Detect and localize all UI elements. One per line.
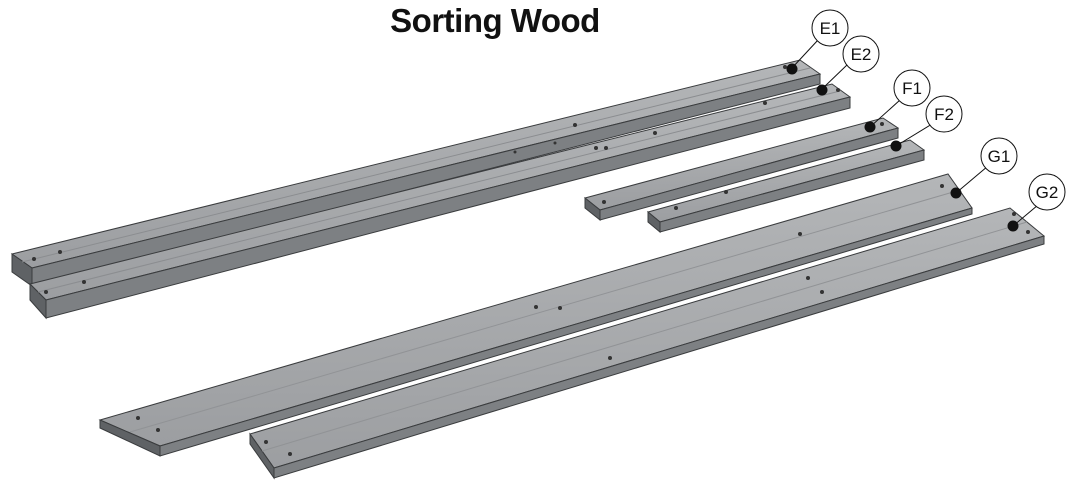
callout-label-f1: F1 <box>902 79 922 98</box>
board-e1 <box>10 59 822 287</box>
marker-dot-e2 <box>816 84 828 96</box>
callout-label-g2: G2 <box>1036 183 1059 202</box>
callout-g2: G2 <box>1007 173 1066 232</box>
marker-dot-f1 <box>864 121 876 133</box>
callout-e1: E1 <box>786 9 849 75</box>
board-g1 <box>98 173 973 457</box>
marker-dot-e1 <box>786 63 798 75</box>
board-e2 <box>29 83 852 320</box>
page-title: Sorting Wood <box>390 2 600 39</box>
callout-label-e2: E2 <box>851 45 872 64</box>
callout-g1: G1 <box>950 137 1018 199</box>
marker-dot-g2 <box>1007 220 1019 232</box>
board-g2 <box>249 207 1046 480</box>
callout-label-f2: F2 <box>934 105 954 124</box>
callout-e2: E2 <box>816 35 880 96</box>
marker-dot-f2 <box>890 140 902 152</box>
callout-label-g1: G1 <box>988 147 1011 166</box>
marker-dot-g1 <box>950 187 962 199</box>
callout-f2: F2 <box>890 95 963 152</box>
callout-f1: F1 <box>864 69 931 133</box>
callout-label-e1: E1 <box>820 19 841 38</box>
board-f1 <box>583 117 900 222</box>
